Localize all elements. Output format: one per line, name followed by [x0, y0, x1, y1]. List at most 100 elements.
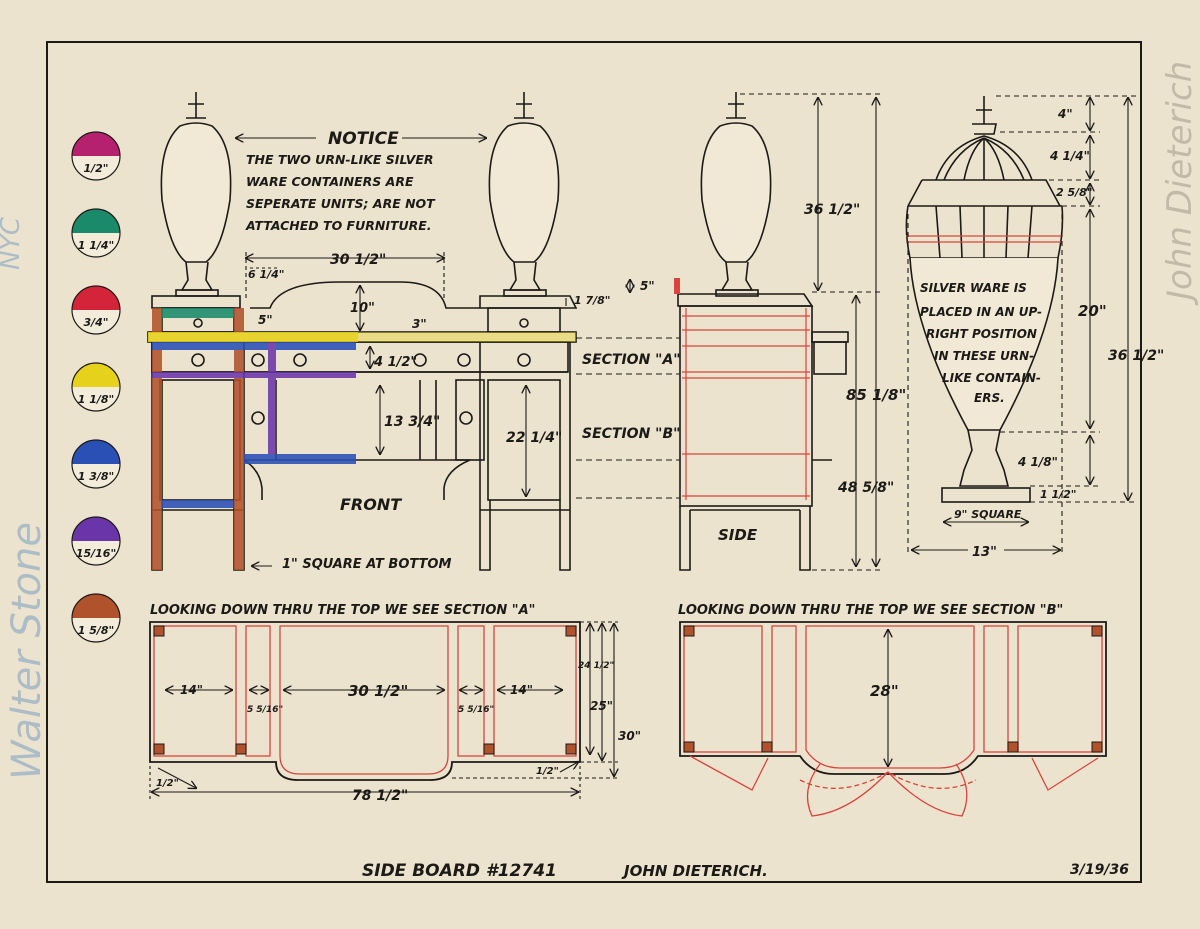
legend-label: 15/16" [76, 547, 116, 560]
dim-urn-lid: 4 1/4" [1049, 149, 1090, 163]
dim-plan-a-overhang-right: 1/2" [536, 766, 559, 777]
dim-plan-b-depth: 28" [870, 682, 899, 700]
legend-circle [71, 362, 121, 412]
legend-swatch: 1/2" [71, 131, 121, 181]
section-b-label: SECTION "B" [582, 426, 680, 442]
legend-label-area [72, 233, 120, 257]
dim-left-offset: 6 1/4" [248, 268, 285, 281]
notice-line-3: SEPERATE UNITS; ARE NOT [246, 196, 436, 211]
dim-side-overall: 85 1/8" [846, 386, 906, 404]
urn-note-1: SILVER WARE IS [920, 281, 1027, 295]
notice-line-4: ATTACHED TO FURNITURE. [245, 218, 432, 233]
dim-urn-base-height: 1 1/2" [1040, 488, 1077, 501]
dim-plan-a-length: 78 1/2" [352, 788, 408, 804]
notice-heading: NOTICE [328, 129, 399, 149]
legend-circle [71, 131, 121, 181]
legend-label: 1 1/4" [78, 239, 115, 252]
legend-swatches: 1/2" 1 1/4" 3/4" 1 1/8" 1 3/8" 15/16" 1 5/8" [71, 131, 121, 643]
dim-gallery: 5" [258, 313, 273, 327]
dim-plan-a-left-bay: 14" [180, 683, 203, 697]
dim-plan-a-overhang-left: 1/2" [156, 778, 179, 789]
side-view [677, 92, 849, 571]
legend-color-fill [72, 132, 120, 156]
legend-label: 1 1/8" [78, 393, 115, 406]
dim-plan-a-divider-right: 5 5/16" [458, 705, 494, 715]
dim-drawer-gap: 3" [412, 317, 427, 331]
legend-label-area [72, 541, 120, 565]
legend-swatch: 1 3/8" [71, 439, 121, 489]
urn-note-6: ERS. [974, 391, 1005, 405]
legend-label-area [72, 387, 120, 411]
dim-top-width: 30 1/2" [330, 252, 386, 268]
side-view-label: SIDE [718, 526, 758, 544]
leg-note: 1" SQUARE AT BOTTOM [282, 557, 451, 572]
dim-plan-a-center: 30 1/2" [348, 682, 408, 700]
dim-center-opening: 13 3/4" [384, 414, 440, 430]
dim-urn-base-square: 9" SQUARE [954, 508, 1022, 521]
legend-label-area [72, 464, 120, 488]
urn-note-2: PLACED IN AN UP- [920, 305, 1042, 319]
legend-circle [71, 208, 121, 258]
drawing-labels: NOTICE THE TWO URN-LIKE SILVER WARE CONT… [150, 107, 1164, 881]
legend-label: 1/2" [83, 162, 108, 175]
front-left-urn [160, 92, 232, 297]
section-a-label: SECTION "A" [582, 352, 681, 368]
legend-circle [71, 439, 121, 489]
drawing-border [46, 41, 1142, 883]
legend-color-fill [72, 440, 120, 464]
notice-line-2: WARE CONTAINERS ARE [246, 174, 414, 189]
color-legend: 1/2" 1 1/4" 3/4" 1 1/8" 1 3/8" 15/16" 1 5/8" [70, 130, 124, 660]
urn-note-5: LIKE CONTAIN- [942, 371, 1041, 385]
dim-door-height: 22 1/4" [506, 430, 562, 446]
legend-swatch: 1 1/8" [71, 362, 121, 412]
dim-plan-a-total-depth: 30" [618, 729, 641, 743]
urn-dimensions [907, 95, 1136, 556]
urn-note-4: IN THESE URN- [934, 349, 1034, 363]
left-pedestal-top [151, 295, 241, 309]
legend-circle [71, 285, 121, 335]
dim-top-thickness: 1 7/8" [574, 294, 611, 307]
front-right-urn [488, 92, 560, 297]
legend-color-fill [72, 209, 120, 233]
urn-detail [905, 96, 1064, 503]
dim-urn-width: 13" [972, 545, 997, 560]
dim-plan-a-depth: 25" [590, 699, 613, 713]
urn-note-3: RIGHT POSITION [926, 327, 1037, 341]
front-view [147, 92, 578, 571]
legend-color-fill [72, 594, 120, 618]
dim-drawer-height: 4 1/2" [373, 355, 417, 370]
dim-side-cabinet: 48 5/8" [837, 480, 894, 496]
legend-swatch: 1 5/8" [71, 593, 121, 643]
legend-label: 3/4" [83, 316, 108, 329]
legend-label: 1 5/8" [78, 624, 115, 637]
plan-a-caption: LOOKING DOWN THRU THE TOP WE SEE SECTION… [150, 603, 535, 618]
plan-section-b [679, 621, 1107, 817]
front-dimensions [236, 138, 680, 566]
urn-red-bands [906, 235, 1062, 243]
legend-swatch: 3/4" [71, 285, 121, 335]
legend-swatch: 15/16" [71, 516, 121, 566]
legend-label-area [72, 156, 120, 180]
legend-circle [71, 593, 121, 643]
artist-name: JOHN DIETERICH. [621, 862, 768, 880]
dim-urn-finial: 4" [1057, 107, 1073, 121]
dim-side-urn: 36 1/2" [804, 202, 860, 218]
dim-plan-a-divider-left: 5 5/16" [247, 705, 283, 715]
notice-line-1: THE TWO URN-LIKE SILVER [246, 152, 434, 167]
legend-color-fill [72, 517, 120, 541]
dim-urn-body: 20" [1078, 302, 1107, 320]
plan-section-a [149, 621, 618, 800]
side-red-lines [682, 308, 810, 500]
legend-color-fill [72, 286, 120, 310]
dim-arch-height: 10" [350, 301, 375, 316]
front-view-label: FRONT [340, 495, 402, 514]
dim-plan-a-inner-depth: 24 1/2" [578, 661, 614, 671]
legend-color-fill [72, 363, 120, 387]
drawing-title: SIDE BOARD #12741 [362, 861, 557, 881]
dim-urn-neck: 4 1/8" [1017, 455, 1058, 469]
dim-side-gallery: 5" [640, 279, 655, 293]
dim-plan-a-right-bay: 14" [510, 683, 533, 697]
legend-label: 1 3/8" [78, 470, 115, 483]
legend-circle [71, 516, 121, 566]
